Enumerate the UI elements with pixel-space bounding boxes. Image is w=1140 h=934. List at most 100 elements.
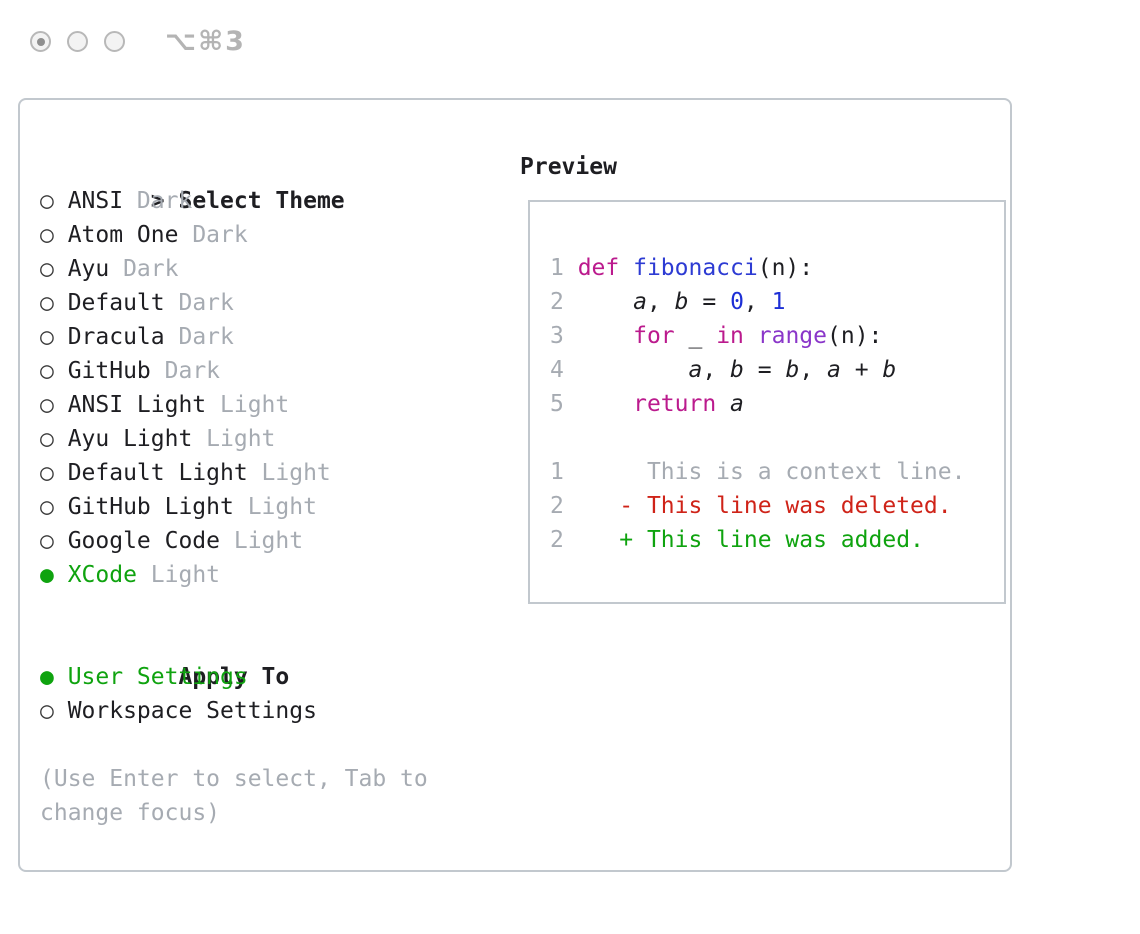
token-context: This is a context line. xyxy=(577,459,966,485)
theme-option-label: Dracula xyxy=(67,324,165,350)
radio-off-icon: ○ xyxy=(40,358,54,384)
radio-on-icon: ● xyxy=(40,664,54,690)
theme-option-label: GitHub xyxy=(67,358,151,384)
token-linenum: 1 xyxy=(550,255,578,281)
theme-variant-label: Light xyxy=(233,528,304,554)
hint-line-1: (Use Enter to select, Tab to xyxy=(40,766,428,792)
theme-option-default[interactable]: ○ Default Dark xyxy=(40,286,428,320)
diff-added-line: 2 + This line was added. xyxy=(550,523,1004,557)
blank-line xyxy=(550,421,1004,455)
apply-option-workspace-settings[interactable]: ○Workspace Settings xyxy=(40,694,428,728)
token-plain: , xyxy=(646,289,675,315)
radio-off-icon: ○ xyxy=(40,256,54,282)
theme-option-ayu-light[interactable]: ○ Ayu Light Light xyxy=(40,422,428,456)
radio-off-icon: ○ xyxy=(40,426,54,452)
theme-option-dracula[interactable]: ○ Dracula Dark xyxy=(40,320,428,354)
token-plain xyxy=(716,391,730,417)
theme-variant-label: Light xyxy=(206,426,276,452)
token-keyword: def xyxy=(577,255,634,281)
radio-off-icon: ○ xyxy=(40,392,54,418)
radio-off-icon: ○ xyxy=(40,290,54,316)
token-plain: _ xyxy=(674,323,717,349)
token-number: 1 xyxy=(771,289,786,315)
token-added: + This line was added. xyxy=(577,527,924,553)
theme-option-ayu[interactable]: ○ Ayu Dark xyxy=(40,252,428,286)
token-variable: a xyxy=(827,357,841,383)
theme-option-label: GitHub Light xyxy=(67,494,234,520)
token-plain: = xyxy=(688,289,731,315)
radio-off-icon: ○ xyxy=(40,324,54,350)
token-linenum: 2 xyxy=(550,527,578,553)
theme-option-label: XCode xyxy=(67,562,137,588)
token-variable: a xyxy=(688,357,703,383)
spacer xyxy=(40,592,428,626)
token-plain: , xyxy=(702,357,731,383)
token-type: range xyxy=(757,323,827,349)
theme-variant-label: Light xyxy=(220,392,290,418)
radio-off-icon: ○ xyxy=(40,528,54,554)
token-plain: + xyxy=(840,357,883,383)
theme-option-label: Ayu xyxy=(67,256,110,282)
apply-option-label: Workspace Settings xyxy=(67,698,317,724)
token-linenum: 2 xyxy=(550,289,578,315)
code-line-1: 1 def fibonacci(n): xyxy=(550,251,1004,285)
diff-context-line: 1 This is a context line. xyxy=(550,455,1004,489)
token-keyword: return xyxy=(633,391,717,417)
code-line-5: 5 return a xyxy=(550,387,1004,421)
theme-variant-label: Dark xyxy=(136,188,193,214)
traffic-light-zoom-button[interactable] xyxy=(104,31,125,52)
theme-option-ansi-light[interactable]: ○ ANSI Light Light xyxy=(40,388,428,422)
radio-off-icon: ○ xyxy=(40,460,54,486)
token-plain: = xyxy=(743,357,786,383)
token-plain: (n): xyxy=(827,323,883,349)
preview-column: Preview 1 def fibonacci(n):2 a, b = 0, 1… xyxy=(520,150,1006,604)
radio-on-icon: ● xyxy=(40,562,54,588)
token-plain xyxy=(578,289,633,315)
token-deleted: - This line was deleted. xyxy=(577,493,952,519)
hint-line-2: change focus) xyxy=(40,800,221,826)
theme-variant-label: Light xyxy=(261,460,331,486)
traffic-light-minimize-button[interactable] xyxy=(67,31,88,52)
theme-option-label: Default Light xyxy=(67,460,248,486)
token-variable: b xyxy=(730,357,744,383)
token-plain: , xyxy=(799,357,828,383)
token-plain: (n): xyxy=(757,255,814,281)
token-linenum: 3 xyxy=(550,323,578,349)
apply-to-label: Apply To xyxy=(178,664,290,690)
token-plain xyxy=(744,323,758,349)
theme-variant-label: Dark xyxy=(123,256,179,282)
theme-option-default-light[interactable]: ○ Default Light Light xyxy=(40,456,428,490)
token-linenum: 5 xyxy=(550,391,578,417)
token-function: fibonacci xyxy=(633,255,758,281)
token-keyword: in xyxy=(716,323,744,349)
token-variable: b xyxy=(785,357,800,383)
token-linenum: 2 xyxy=(550,493,578,519)
theme-variant-label: Light xyxy=(247,494,317,520)
traffic-light-close-button[interactable] xyxy=(30,31,51,52)
theme-option-label: ANSI Light xyxy=(67,392,207,418)
radio-off-icon: ○ xyxy=(40,222,54,248)
theme-option-google-code[interactable]: ○ Google Code Light xyxy=(40,524,428,558)
theme-option-label: Default xyxy=(67,290,165,316)
diff-deleted-line: 2 - This line was deleted. xyxy=(550,489,1004,523)
token-number: 0 xyxy=(730,289,744,315)
theme-variant-label: Light xyxy=(150,562,221,588)
radio-off-icon: ○ xyxy=(40,188,54,214)
theme-option-xcode[interactable]: ● XCode Light xyxy=(40,558,428,592)
theme-variant-label: Dark xyxy=(178,324,234,350)
apply-option-user-settings[interactable]: ●User Settings xyxy=(40,660,428,694)
theme-option-label: Google Code xyxy=(67,528,221,554)
window-titlebar: ⌥⌘3 xyxy=(30,26,246,57)
theme-option-label: Ayu Light xyxy=(67,426,193,452)
theme-variant-label: Dark xyxy=(178,290,234,316)
token-plain: , xyxy=(743,289,772,315)
apply-to-title: Apply To xyxy=(40,626,428,690)
